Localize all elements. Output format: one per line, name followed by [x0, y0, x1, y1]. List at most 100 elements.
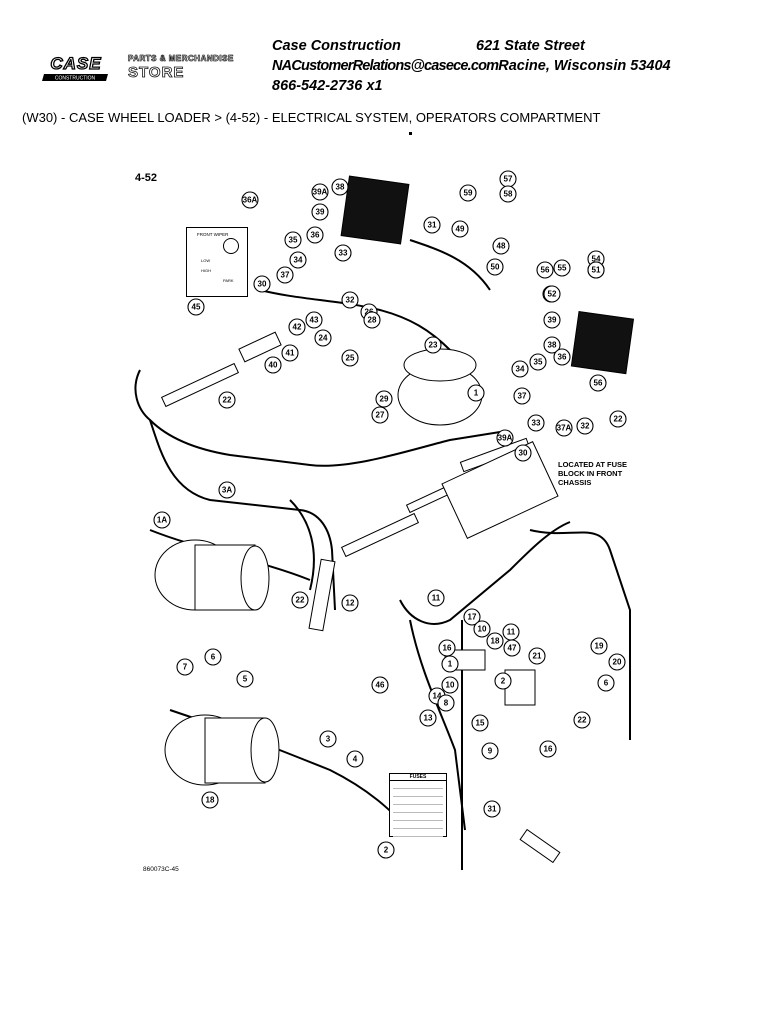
callout-41: 41 [281, 344, 299, 362]
svg-text:1: 1 [448, 660, 453, 669]
svg-text:6: 6 [211, 653, 216, 662]
callout-11: 11 [502, 623, 520, 641]
callout-19: 19 [590, 637, 608, 655]
callout-59: 59 [459, 184, 477, 202]
svg-text:3A: 3A [222, 486, 232, 495]
callout-57: 57 [499, 170, 517, 188]
callout-51: 51 [587, 261, 605, 279]
svg-text:10: 10 [446, 681, 455, 690]
svg-text:22: 22 [578, 716, 587, 725]
svg-text:3: 3 [326, 735, 331, 744]
svg-text:CASE: CASE [50, 54, 101, 73]
svg-text:37A: 37A [557, 424, 572, 433]
svg-text:50: 50 [491, 263, 500, 272]
svg-text:34: 34 [294, 256, 303, 265]
svg-text:7: 7 [183, 663, 188, 672]
svg-text:15: 15 [476, 719, 485, 728]
fuse-chart: FUSES [389, 773, 447, 837]
callout-39A: 39A [496, 429, 514, 447]
callout-18: 18 [201, 791, 219, 809]
svg-text:14: 14 [433, 692, 442, 701]
callout-56: 56 [536, 261, 554, 279]
callout-15: 15 [471, 714, 489, 732]
callout-31: 31 [483, 800, 501, 818]
svg-text:22: 22 [614, 415, 623, 424]
callout-36: 36 [306, 226, 324, 244]
fuse-location-note: LOCATED AT FUSE BLOCK IN FRONT CHASSIS [558, 460, 628, 487]
svg-text:18: 18 [206, 796, 215, 805]
callout-36A: 36A [241, 191, 259, 209]
svg-text:43: 43 [310, 316, 319, 325]
callout-27: 27 [371, 406, 389, 424]
svg-text:16: 16 [443, 644, 452, 653]
svg-text:33: 33 [532, 419, 541, 428]
callout-33: 33 [527, 414, 545, 432]
card-switch-icon [223, 238, 239, 254]
callout-6: 6 [597, 674, 615, 692]
callout-22: 22 [609, 410, 627, 428]
svg-text:17: 17 [468, 613, 477, 622]
callout-34: 34 [289, 251, 307, 269]
svg-text:33: 33 [339, 249, 348, 258]
email-link[interactable]: NACustomerRelations@casece.com [272, 58, 499, 74]
svg-text:38: 38 [336, 183, 345, 192]
svg-text:11: 11 [507, 628, 516, 637]
svg-text:25: 25 [346, 354, 355, 363]
callout-30: 30 [253, 275, 271, 293]
svg-text:10: 10 [478, 625, 487, 634]
svg-text:9: 9 [488, 747, 493, 756]
svg-text:18: 18 [491, 637, 500, 646]
svg-text:31: 31 [488, 805, 497, 814]
card-high: HIGH [201, 268, 211, 273]
svg-text:22: 22 [296, 596, 305, 605]
callout-37: 37 [276, 266, 294, 284]
svg-text:37: 37 [518, 392, 527, 401]
svg-text:27: 27 [376, 411, 385, 420]
callout-17: 17 [463, 608, 481, 626]
breadcrumb: (W30) - CASE WHEEL LOADER > (4-52) - ELE… [22, 110, 601, 125]
svg-text:4: 4 [353, 755, 358, 764]
callout-6: 6 [204, 648, 222, 666]
svg-text:30: 30 [519, 449, 528, 458]
svg-text:34: 34 [516, 365, 525, 374]
callout-13: 13 [419, 709, 437, 727]
callout-29: 29 [375, 390, 393, 408]
svg-text:24: 24 [319, 334, 328, 343]
marker-dot [409, 132, 412, 135]
callout-22: 22 [218, 391, 236, 409]
callout-3A: 3A [218, 481, 236, 499]
svg-text:35: 35 [289, 236, 298, 245]
case-construction-logo: CASE CONSTRUCTION [40, 54, 112, 82]
svg-text:42: 42 [293, 323, 302, 332]
svg-text:36: 36 [311, 231, 320, 240]
svg-text:39A: 39A [498, 434, 513, 443]
callout-45: 45 [187, 298, 205, 316]
callout-32: 32 [341, 291, 359, 309]
svg-text:54: 54 [592, 255, 601, 264]
callout-35: 35 [284, 231, 302, 249]
svg-text:39A: 39A [313, 188, 328, 197]
svg-text:13: 13 [424, 714, 433, 723]
svg-text:6: 6 [604, 679, 609, 688]
callout-40: 40 [264, 356, 282, 374]
svg-text:29: 29 [380, 395, 389, 404]
callout-47: 47 [503, 639, 521, 657]
callout-33: 33 [334, 244, 352, 262]
callout-10: 10 [473, 620, 491, 638]
svg-text:1: 1 [474, 389, 479, 398]
svg-text:19: 19 [595, 642, 604, 651]
callout-2: 2 [377, 841, 395, 859]
callout-39: 39 [543, 311, 561, 329]
callout-38: 38 [331, 178, 349, 196]
svg-text:36A: 36A [243, 196, 258, 205]
callout-1: 1 [441, 655, 459, 673]
svg-text:55: 55 [558, 264, 567, 273]
callout-31: 31 [423, 216, 441, 234]
callout-23: 23 [424, 336, 442, 354]
svg-text:37: 37 [281, 271, 290, 280]
card-low: LOW [201, 258, 211, 263]
svg-text:32: 32 [581, 422, 590, 431]
svg-text:31: 31 [428, 221, 437, 230]
callout-37: 37 [513, 387, 531, 405]
callout-42: 42 [288, 318, 306, 336]
